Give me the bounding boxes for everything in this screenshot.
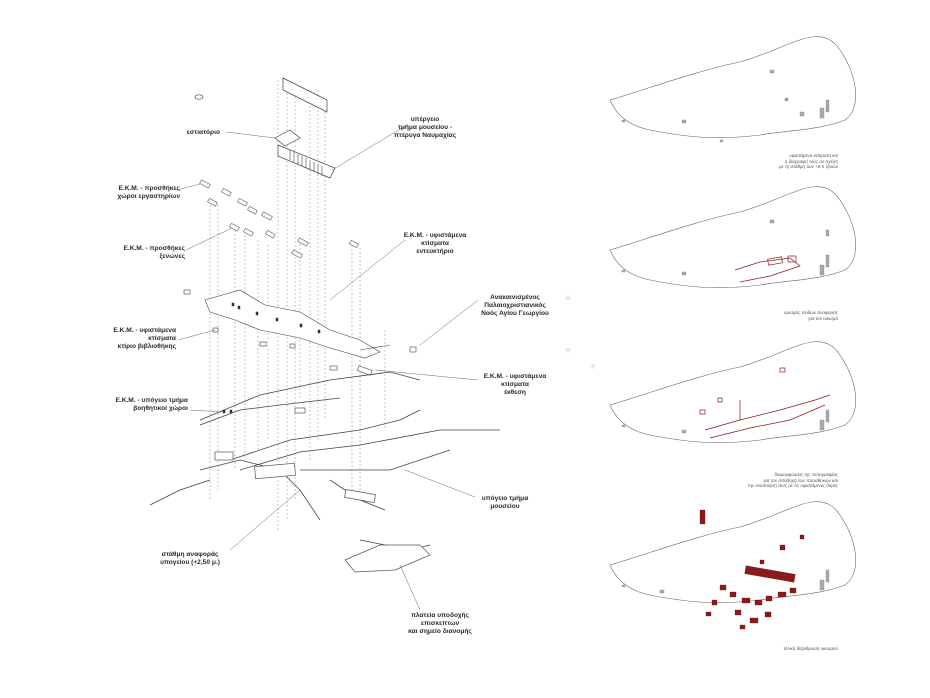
island-outline-plan-2 xyxy=(609,186,856,289)
reference-fields-red xyxy=(699,255,831,439)
label-above-ground-wing: υπέργειο τμήμα μουσείου - πτέρυγα Ναυμαχ… xyxy=(393,116,457,140)
island-outline-plan-4 xyxy=(609,501,856,604)
label-underground-museum: υπόγειο τμήμα μουσείου xyxy=(481,495,529,511)
underground-blocks xyxy=(214,407,431,573)
label-ekm-guesthouses: Ε.Κ.Μ. - προσθήκες ξενώνες xyxy=(123,245,185,261)
final-settlement-red xyxy=(699,509,805,630)
label-church: Ανακαινισμένος Παλαιοχριστιανικός Ναός Α… xyxy=(481,294,549,318)
caption-step-2: ορισμός πεδίων αναφοράς για τον οικισμό xyxy=(784,310,838,321)
island-outline-plan-1 xyxy=(609,36,856,139)
existing-buildings-cluster xyxy=(183,289,417,376)
crosshair-marks xyxy=(565,295,596,369)
label-reception-square: πλατεία υποδοχής επισκεπτών και σημείο δ… xyxy=(408,612,472,636)
naumachia-wing-pattern xyxy=(289,150,323,176)
existing-structures-grey xyxy=(621,69,830,594)
island-outline-plan-3 xyxy=(609,341,856,444)
caption-step-1: υφιστάμενα κτίσματα και η διαγραφή τους … xyxy=(779,153,838,170)
label-ekm-workshops: Ε.Κ.Μ. - προσθήκες χώροι εργαστηρίων xyxy=(117,185,180,201)
label-ekm-underground-aux: Ε.Κ.Μ. - υπόγειο τμήμα βοηθητικοί χώροι xyxy=(115,397,188,413)
caption-step-3: διαμορφώσεις της τοπογραφίας για τον απο… xyxy=(747,472,838,489)
label-restaurant: εστιατόριο xyxy=(186,129,220,136)
label-ekm-visitor-centre: Ε.Κ.Μ. - υφιστάμενα κτίσματα εντευκτήριο xyxy=(403,232,467,256)
label-leader-lines xyxy=(176,124,479,611)
label-ekm-library: Ε.Κ.Μ. - υφιστάμενα κτίσματα κτίριο βιβλ… xyxy=(113,327,176,351)
caption-step-4: τελική διάρθρωση οικισμού xyxy=(783,646,838,651)
label-ekm-exhibition: Ε.Κ.Μ. - υφιστάμενα κτίσματα έκθεση xyxy=(483,373,547,397)
workshop-additions xyxy=(199,179,359,259)
above-ground-wing xyxy=(194,77,336,179)
label-basement-level: στάθμη αναφοράς υπογείου (+2,50 μ.) xyxy=(160,551,220,567)
